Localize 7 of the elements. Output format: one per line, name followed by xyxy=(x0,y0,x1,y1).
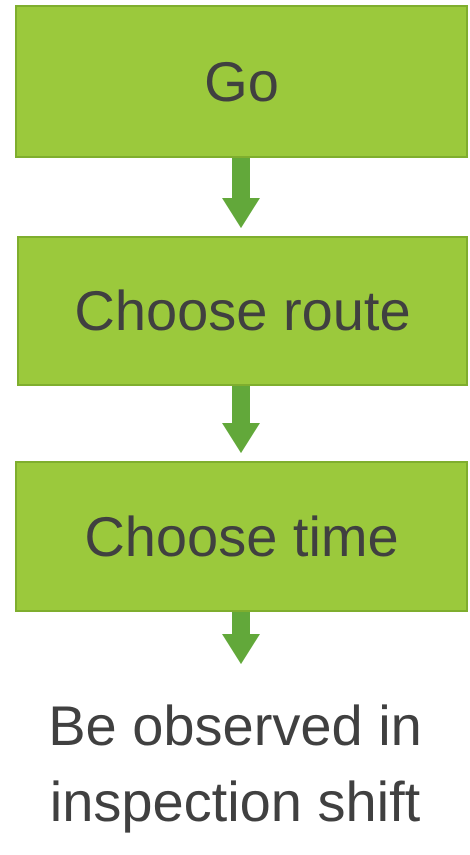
process-box: Choose route xyxy=(17,236,468,386)
process-box: Choose time xyxy=(15,461,468,612)
arrow xyxy=(222,158,260,228)
arrow xyxy=(222,386,260,454)
outcome-text: Be observed in inspection shift xyxy=(47,692,423,835)
process-box: Go xyxy=(15,5,468,158)
arrow xyxy=(222,612,260,664)
